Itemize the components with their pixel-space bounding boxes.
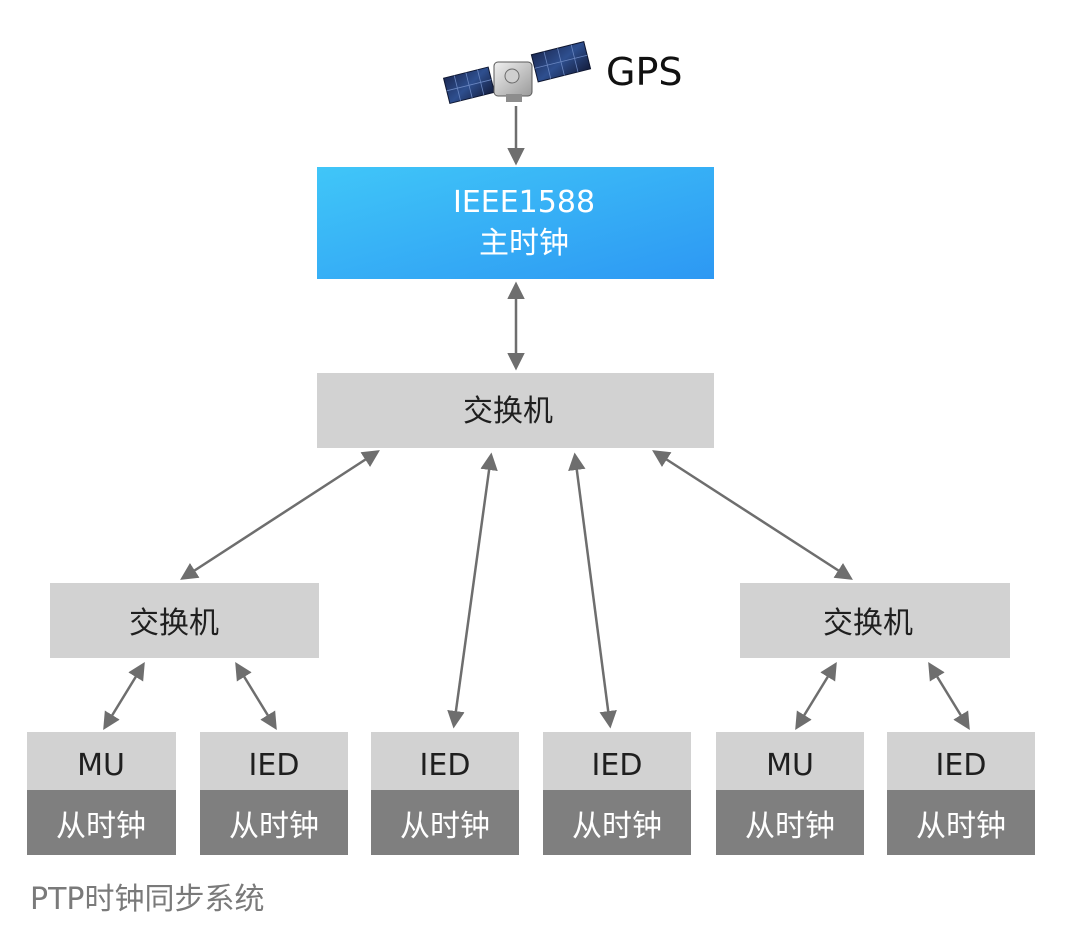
device-2-slave-clock: 从时钟 bbox=[229, 809, 319, 844]
device-4-type: IED bbox=[592, 748, 643, 783]
core-switch-label: 交换机 bbox=[463, 394, 553, 429]
arrow-right-switch-to-ied-6 bbox=[928, 662, 970, 730]
device-5-type: MU bbox=[766, 748, 814, 783]
arrow-core-to-left-switch bbox=[180, 450, 380, 580]
device-5: MU 从时钟 bbox=[716, 732, 864, 855]
master-clock-line1: IEEE1588 bbox=[453, 185, 595, 220]
master-clock-box: IEEE1588 主时钟 bbox=[317, 167, 714, 279]
device-3: IED 从时钟 bbox=[371, 732, 519, 855]
right-switch-label: 交换机 bbox=[823, 606, 913, 641]
arrow-core-to-ied-4 bbox=[568, 452, 617, 729]
arrow-left-switch-to-mu-1 bbox=[103, 662, 145, 730]
left-switch-box: 交换机 bbox=[50, 583, 319, 658]
device-4-slave-clock: 从时钟 bbox=[572, 809, 662, 844]
master-clock-line2: 主时钟 bbox=[479, 226, 569, 261]
core-switch-box: 交换机 bbox=[317, 373, 714, 448]
device-3-type: IED bbox=[420, 748, 471, 783]
device-2-type: IED bbox=[249, 748, 300, 783]
device-1-slave-clock: 从时钟 bbox=[56, 809, 146, 844]
arrow-core-to-right-switch bbox=[652, 450, 853, 580]
device-6: IED 从时钟 bbox=[887, 732, 1035, 855]
right-switch-box: 交换机 bbox=[740, 583, 1010, 658]
device-4: IED 从时钟 bbox=[543, 732, 691, 855]
device-1: MU 从时钟 bbox=[27, 732, 176, 855]
satellite-icon bbox=[442, 41, 592, 105]
arrow-left-switch-to-ied-2 bbox=[235, 662, 277, 730]
device-3-slave-clock: 从时钟 bbox=[400, 809, 490, 844]
device-5-slave-clock: 从时钟 bbox=[745, 809, 835, 844]
diagram-caption: PTP时钟同步系统 bbox=[30, 882, 265, 917]
left-switch-label: 交换机 bbox=[129, 606, 219, 641]
arrow-right-switch-to-mu-5 bbox=[795, 662, 837, 730]
arrow-core-to-ied-3 bbox=[447, 452, 498, 729]
gps-label: GPS bbox=[606, 50, 682, 94]
device-1-type: MU bbox=[77, 748, 125, 783]
device-2: IED 从时钟 bbox=[200, 732, 348, 855]
device-6-slave-clock: 从时钟 bbox=[916, 809, 1006, 844]
device-6-type: IED bbox=[936, 748, 987, 783]
